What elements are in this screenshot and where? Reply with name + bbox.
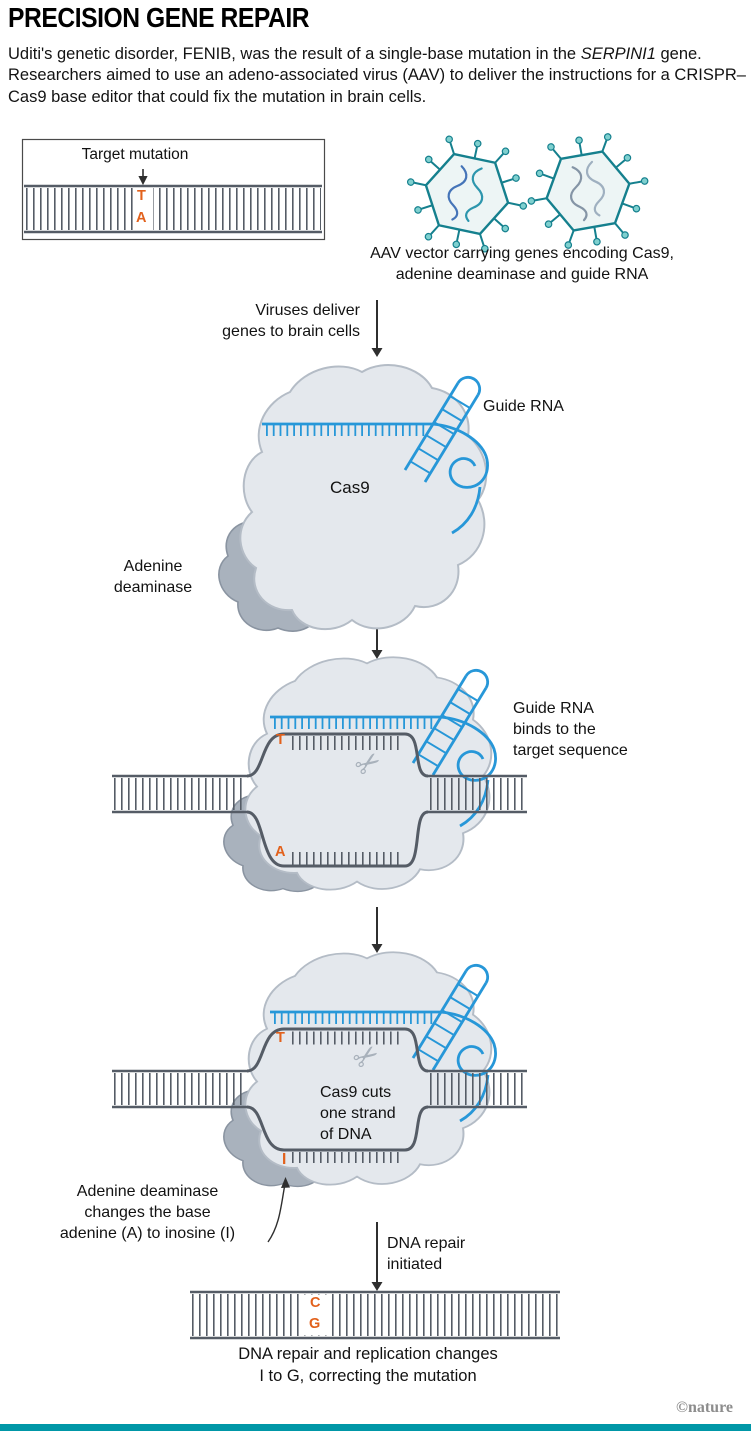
aav-caption: AAV vector carrying genes encoding Cas9,…	[370, 245, 674, 284]
mutation-gap	[133, 188, 153, 230]
dna-ladder-rails	[112, 774, 527, 814]
intro-paragraph: Uditi's genetic disorder, FENIB, was the…	[8, 44, 747, 108]
repaired-base-gap	[303, 1294, 330, 1336]
gene-name-italic: SERPINI1	[580, 45, 656, 63]
base-letter-c3-i: I	[282, 1151, 287, 1168]
intro-text-before: Uditi's genetic disorder, FENIB, was the…	[8, 45, 581, 63]
nature-credit: ©nature	[676, 1399, 733, 1416]
cas9-label: Cas9	[330, 478, 370, 497]
intro-text-after: gene. Researchers aimed to use an adeno-…	[8, 45, 746, 106]
guide-rna-binds-note: Guide RNA binds to the target sequence	[513, 700, 628, 760]
target-mutation-label: Target mutation	[81, 146, 189, 163]
footer-accent-bar	[0, 1424, 751, 1431]
cas9-cuts-note: Cas9 cuts one strand of DNA	[320, 1084, 396, 1144]
dna-top-strand	[246, 732, 429, 778]
base-letter-target-t: T	[137, 188, 146, 204]
base-letter-c2-t: T	[276, 732, 285, 748]
adenine-deaminase-label: Adenine deaminase	[113, 558, 193, 597]
dna-top-strand	[246, 1027, 429, 1073]
page-title: PRECISION GENE REPAIR	[8, 2, 310, 33]
cas9-complex-3-art: ✂	[112, 951, 527, 1243]
deaminase-change-note: Adenine deaminase changes the base adeni…	[59, 1183, 236, 1243]
base-letter-final-c: C	[310, 1295, 321, 1311]
target-mutation-box-art	[21, 138, 326, 241]
final-caption: DNA repair and replication changes I to …	[238, 1345, 498, 1385]
dna-strands	[112, 1027, 527, 1163]
label-pointer-arrow	[138, 169, 148, 186]
final-dna-ladder	[190, 1290, 560, 1340]
dna-bottom-strand	[246, 1105, 429, 1152]
aav-virus-icon	[517, 125, 659, 257]
dna-repair-label: DNA repair initiated	[387, 1235, 466, 1274]
guide-rna-label: Guide RNA	[483, 398, 564, 415]
base-letter-c3-t: T	[276, 1030, 285, 1046]
base-letter-target-a: A	[136, 210, 147, 226]
dna-bottom-strand	[246, 810, 429, 868]
deliver-label: Viruses deliver genes to brain cells	[222, 302, 360, 341]
aav-virus-icon	[395, 126, 539, 262]
dna-strands	[112, 732, 527, 868]
base-letter-c2-a: A	[275, 844, 286, 860]
dna-ladder-rails	[112, 1069, 527, 1109]
inosine-pointer-arrow	[267, 1177, 290, 1243]
base-letter-final-g: G	[309, 1316, 321, 1332]
cas9-complex-2-art: ✂	[112, 656, 527, 893]
target-dna-ladder	[24, 184, 322, 234]
